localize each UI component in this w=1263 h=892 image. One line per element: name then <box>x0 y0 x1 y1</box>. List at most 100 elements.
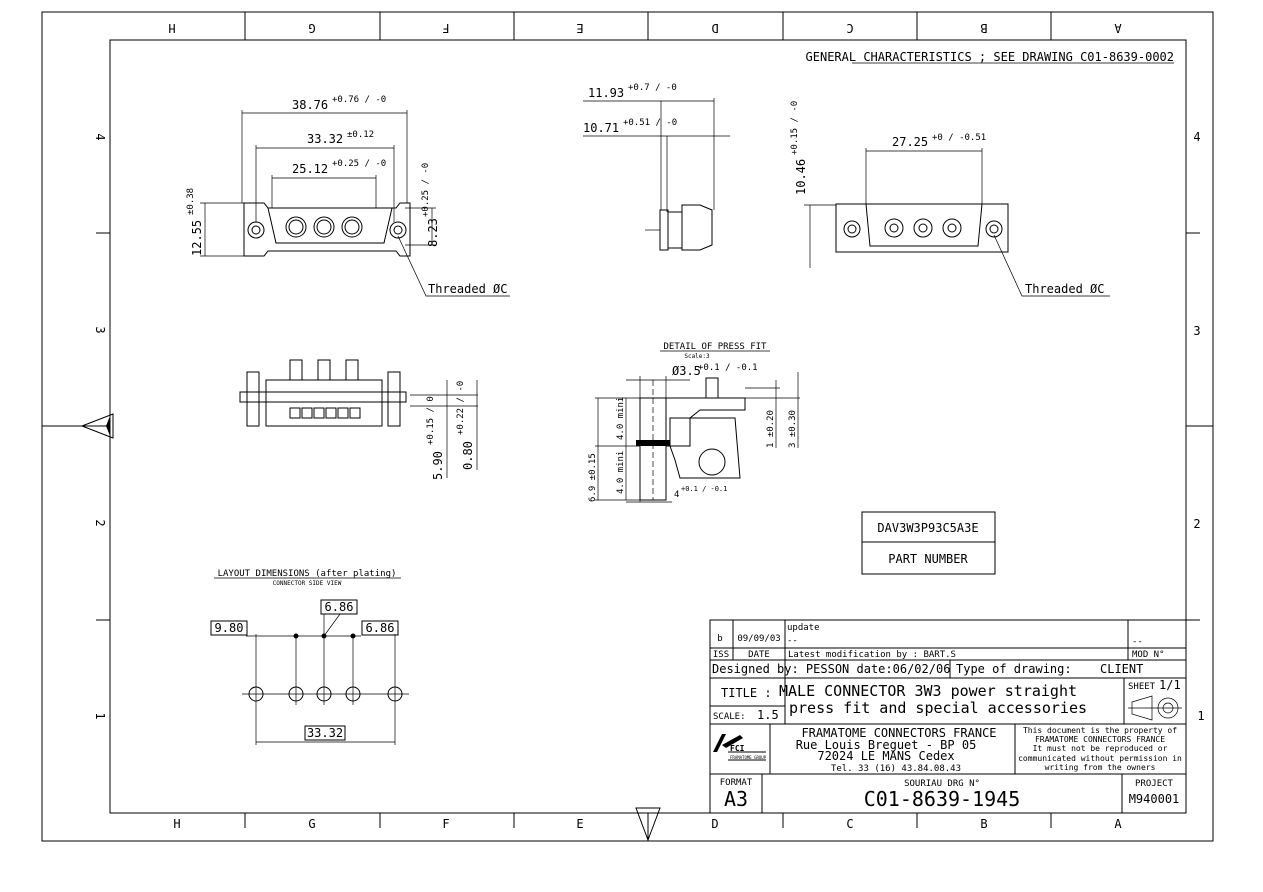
sheet-value: 1/1 <box>1159 678 1181 692</box>
scale-label: SCALE: <box>713 712 746 722</box>
front-dim-overall-tol: +0.76 / -0 <box>332 95 386 105</box>
type-value: CLIENT <box>1100 662 1143 676</box>
bottom-dim-b-tol: +0.22 / -0 <box>456 381 466 435</box>
company-line4: Tel. 33 (16) 43.84.08.43 <box>831 764 961 774</box>
zone-letter: E <box>576 817 583 831</box>
company-line3: 72024 LE MANS Cedex <box>817 749 954 763</box>
company-line1: FRAMATOME CONNECTORS FRANCE <box>801 726 996 740</box>
designed-by: Designed by: PESSON date:06/02/06 <box>712 662 950 676</box>
logo-text: FCI <box>730 744 745 753</box>
press-fit-dim-f-tol: +0.1 / -0.1 <box>681 485 727 493</box>
front-dim-overall: 38.76 <box>292 98 328 112</box>
zone-number: 3 <box>93 326 107 333</box>
zone-letters-bottom: H G F E D C B A <box>173 817 1122 831</box>
zone-letter: B <box>980 21 987 35</box>
bottom-view <box>239 359 478 478</box>
press-fit-scale: Scale:3 <box>684 353 710 360</box>
zone-number: 1 <box>1197 709 1204 723</box>
center-mark-left-fill-icon <box>106 416 110 436</box>
press-fit-dim-b: 4.0 mini <box>616 451 626 494</box>
part-number-box <box>861 511 996 575</box>
zone-number: 1 <box>93 712 107 719</box>
zone-letter: G <box>308 21 315 35</box>
zone-number: 3 <box>1193 324 1200 338</box>
projection-symbol-icon <box>1128 695 1182 721</box>
general-note: GENERAL CHARACTERISTICS ; SEE DRAWING C0… <box>806 50 1174 64</box>
side-dim-a: 11.93 <box>588 86 624 100</box>
press-fit-dim-a: 4.0 mini <box>616 397 626 440</box>
rear-dim-height: 10.46 <box>794 159 808 195</box>
front-view <box>200 110 510 297</box>
title-label: TITLE : <box>721 686 772 700</box>
zone-letter: B <box>980 817 987 831</box>
layout-dim-total: 33.32 <box>307 726 343 740</box>
zone-letter: G <box>308 817 315 831</box>
front-dim-shell-tol: +0.25 / -0 <box>421 163 431 217</box>
zone-letter: D <box>711 21 718 35</box>
rev-date: 09/09/03 <box>737 634 780 644</box>
zone-letter: F <box>442 817 449 831</box>
press-fit-dim-e: 3 ±0.30 <box>788 410 798 448</box>
hdr-date: DATE <box>748 650 770 660</box>
rev-blank: -- <box>787 636 798 646</box>
zone-letter: D <box>711 817 718 831</box>
press-fit-detail <box>595 372 800 503</box>
side-dim-b-tol: +0.51 / -0 <box>623 118 677 128</box>
zone-numbers: 4 3 2 1 4 3 2 1 <box>93 130 1205 723</box>
front-dim-height: 12.55 <box>190 220 204 256</box>
company-line2: Rue Louis Breguet - BP 05 <box>796 738 977 752</box>
front-dim-inner: 25.12 <box>292 162 328 176</box>
press-fit-dim-d: 1 ±0.20 <box>766 410 776 448</box>
bottom-dim-a-tol: +0.15 / 0 <box>426 396 436 445</box>
fci-logo-icon <box>713 734 766 761</box>
zone-letter: H <box>173 817 180 831</box>
rear-thread-label: Threaded ØC <box>1025 282 1104 296</box>
front-dim-inner-tol: +0.25 / -0 <box>332 159 386 169</box>
sheet-label: SHEET <box>1128 682 1156 692</box>
property-line5: writing from the owners <box>1045 763 1156 772</box>
layout-title: LAYOUT DIMENSIONS (after plating) <box>218 569 397 579</box>
side-dim-b: 10.71 <box>583 121 619 135</box>
mod-no: MOD N° <box>1132 650 1165 660</box>
property-line2: FRAMATOME CONNECTORS FRANCE <box>1035 735 1165 744</box>
zone-letter: A <box>1114 21 1122 35</box>
front-dim-height-tol: ±0.38 <box>186 188 196 215</box>
zone-letter: C <box>846 21 853 35</box>
property-line3: It must not be reproduced or <box>1033 744 1168 753</box>
rear-dim-height-tol: +0.15 / -0 <box>790 101 800 155</box>
zone-letter: F <box>442 21 449 35</box>
layout-subtitle: CONNECTOR SIDE VIEW <box>273 580 342 587</box>
side-view <box>583 98 730 251</box>
layout-dim-left: 9.80 <box>215 621 244 635</box>
part-number-value: DAV3W3P93C5A3E <box>877 521 978 535</box>
drg-label: SOURIAU DRG N° <box>904 779 980 789</box>
front-dim-mid-tol: ±0.12 <box>347 130 374 140</box>
rear-dim-width-tol: +0 / -0.51 <box>932 133 986 143</box>
zone-number: 4 <box>1193 130 1200 144</box>
scale-value: 1.5 <box>757 708 779 722</box>
property-line4: communicated without permission in <box>1018 754 1182 763</box>
layout-diagram <box>210 599 409 745</box>
drg-value: C01-8639-1945 <box>864 787 1021 811</box>
latest-mod: Latest modification by : BART.S <box>788 650 956 660</box>
center-mark-left-icon <box>80 413 114 439</box>
bottom-dim-a: 5.90 <box>431 451 445 480</box>
project-label: PROJECT <box>1135 779 1174 789</box>
center-mark-bottom-icon <box>635 807 661 842</box>
press-fit-title: DETAIL OF PRESS FIT <box>664 342 768 352</box>
front-dim-shell: 8.23 <box>426 218 440 247</box>
bottom-dim-b: 0.80 <box>461 441 475 470</box>
zone-letter: E <box>576 21 583 35</box>
format-label: FORMAT <box>720 778 753 788</box>
side-dim-a-tol: +0.7 / -0 <box>628 83 677 93</box>
zone-number: 2 <box>1193 517 1200 531</box>
zone-ticks <box>42 12 1213 841</box>
press-fit-dim-f: 4 <box>674 490 679 500</box>
zone-letters-top: H G F E D C B A <box>168 21 1121 35</box>
rev-note: update <box>787 623 820 633</box>
zone-letter: A <box>1114 817 1122 831</box>
press-fit-dim-c: 6.9 ±0.15 <box>588 453 598 502</box>
property-line1: This document is the property of <box>1023 726 1177 735</box>
title-line1: MALE CONNECTOR 3W3 power straight <box>779 682 1077 700</box>
